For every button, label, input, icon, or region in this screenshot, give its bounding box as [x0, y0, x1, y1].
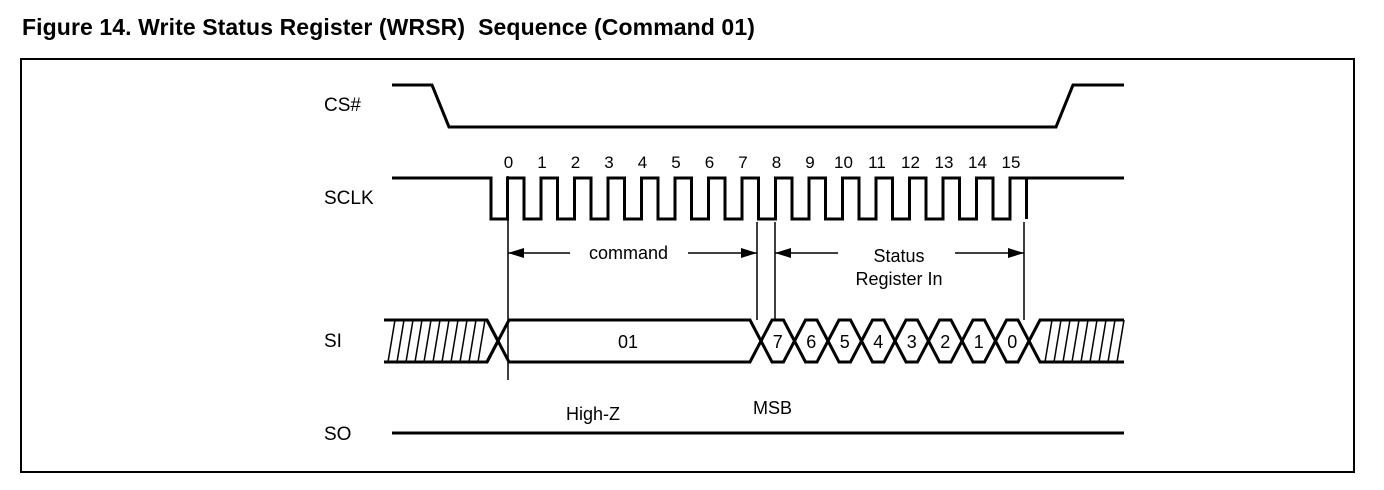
si-bit-label: 3 — [907, 332, 917, 352]
clock-tick-2: 2 — [571, 153, 580, 172]
clock-tick-0: 0 — [504, 153, 513, 172]
hatch-line — [441, 319, 450, 363]
hatch-line — [1107, 319, 1116, 363]
clock-tick-10: 10 — [834, 153, 853, 172]
hatch-line — [1080, 319, 1089, 363]
command-arrow-left-head — [508, 248, 524, 258]
clock-tick-3: 3 — [604, 153, 613, 172]
command-annotation: command — [589, 243, 668, 263]
status-arrow-left-head — [775, 248, 791, 258]
hatch-line — [459, 319, 468, 363]
hatch-line — [1044, 319, 1053, 363]
si-dont-care-right — [1027, 318, 1124, 364]
hatch-line — [468, 319, 477, 363]
clock-tick-12: 12 — [901, 153, 920, 172]
status-annotation-line1: Status — [873, 246, 924, 266]
hatch-line — [1053, 319, 1062, 363]
hatch-line — [432, 319, 441, 363]
hatch-line — [450, 319, 459, 363]
si-bit-label: 6 — [806, 332, 816, 352]
clock-tick-8: 8 — [772, 153, 781, 172]
hatch-line — [1071, 319, 1080, 363]
hatch-line — [477, 319, 486, 363]
hatch-line — [396, 319, 405, 363]
hatch-line — [414, 319, 423, 363]
si-bit-label: 5 — [840, 332, 850, 352]
si-bit-label: 0 — [1007, 332, 1017, 352]
clock-tick-9: 9 — [805, 153, 814, 172]
cs-label: CS# — [324, 95, 361, 116]
clock-tick-7: 7 — [738, 153, 747, 172]
clock-tick-4: 4 — [638, 153, 647, 172]
hatch-line — [423, 319, 432, 363]
so-label: SO — [324, 424, 351, 445]
cs-waveform — [392, 83, 1124, 129]
status-arrow-right-head — [1008, 248, 1024, 258]
figure-title: Figure 14. Write Status Register (WRSR) … — [22, 14, 755, 40]
clock-tick-11: 11 — [868, 153, 886, 172]
high-z-label: High-Z — [566, 404, 620, 424]
status-annotation-line2: Register In — [855, 269, 942, 289]
si-hatch-left — [387, 319, 486, 363]
clock-tick-6: 6 — [705, 153, 714, 172]
si-bit-label: 1 — [974, 332, 984, 352]
hatch-line — [1098, 319, 1107, 363]
hatch-line — [1089, 319, 1098, 363]
si-hatch-right — [1027, 318, 1125, 364]
clock-tick-1: 1 — [537, 153, 546, 172]
hatch-line — [387, 319, 396, 363]
diagram-frame — [20, 58, 1355, 473]
clock-tick-15: 15 — [1002, 153, 1021, 172]
hatch-line — [1062, 319, 1071, 363]
clock-tick-13: 13 — [935, 153, 954, 172]
sclk-label: SCLK — [324, 188, 374, 209]
msb-label: MSB — [753, 398, 792, 418]
si-command-value: 01 — [618, 332, 638, 352]
si-label: SI — [324, 331, 342, 352]
clock-tick-5: 5 — [671, 153, 680, 172]
command-arrow-right-head — [741, 248, 757, 258]
hatch-line — [405, 319, 414, 363]
sclk-waveform — [392, 176, 1124, 221]
si-bit-cells: 7 6 5 4 3 2 1 0 — [759, 318, 1031, 364]
si-waveform: 01 7 6 5 4 3 2 1 0 — [384, 318, 1125, 364]
hatch-line — [1116, 319, 1125, 363]
si-bit-label: 4 — [873, 332, 883, 352]
si-bit-label: 2 — [940, 332, 950, 352]
clock-tick-14: 14 — [968, 153, 987, 172]
si-bit-label: 7 — [773, 332, 783, 352]
